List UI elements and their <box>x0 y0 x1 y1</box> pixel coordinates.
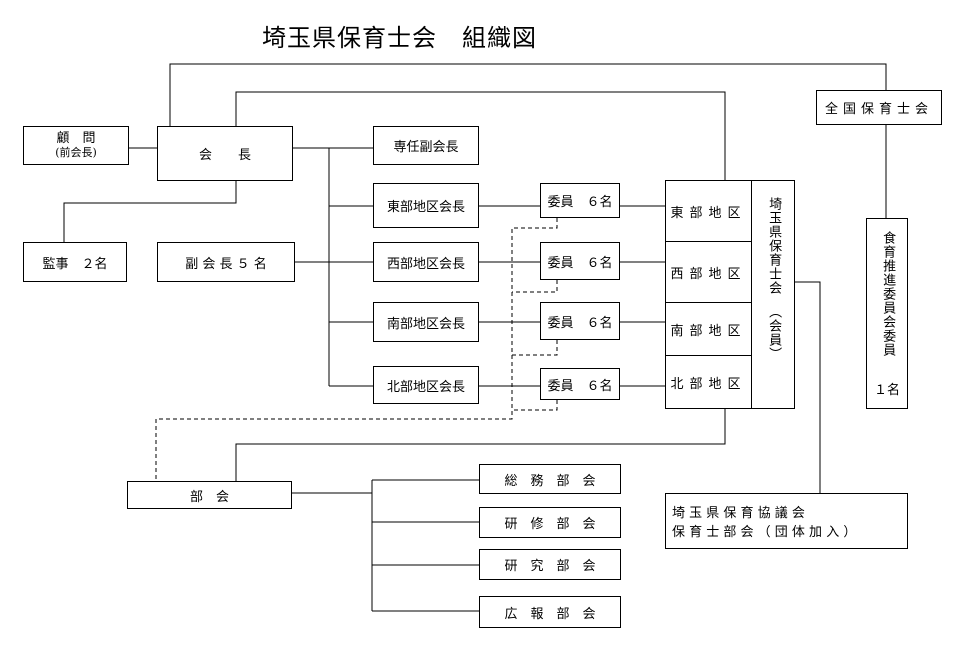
line-council <box>795 281 821 493</box>
region-label: 西部地区 <box>670 266 747 282</box>
advisor-label: 顧 問 <box>56 130 96 146</box>
vp-box: 副 会 長 ５ 名 <box>157 242 295 282</box>
food-committee-count: １名 <box>873 383 900 398</box>
line-division <box>235 409 726 481</box>
auditor-box: 監事 ２名 <box>23 242 127 282</box>
division-label: 部 会 <box>189 489 229 505</box>
committee-label: 委員 ６名 <box>547 195 613 210</box>
full-vp-label: 専任副会長 <box>393 140 459 155</box>
president-label: 会 長 <box>198 148 251 163</box>
region-cell: 北部地区 <box>666 356 752 408</box>
national-box: 全国保育士会 <box>816 90 942 125</box>
advisor-sub: (前会長) <box>55 145 97 159</box>
regional-head-box: 南部地区会長 <box>373 302 479 342</box>
division-box: 部 会 <box>127 481 292 509</box>
regional-head-label: 北部地区会長 <box>386 379 465 395</box>
association-box: 東部地区 西部地区 南部地区 北部地区 埼玉県保育士会 （会員） <box>665 180 795 409</box>
food-committee-label: 食育推進委員会委員 <box>880 231 896 357</box>
association-sub-text: （会員） <box>766 305 782 361</box>
food-committee-box: 食育推進委員会委員 １名 <box>866 218 908 409</box>
page-title: 埼玉県保育士会 組織図 <box>262 24 537 52</box>
association-name: 埼玉県保育士会 （会員） <box>766 197 782 408</box>
committee-label: 委員 ６名 <box>547 255 613 271</box>
line-auditor <box>63 181 237 242</box>
association-name-column: 埼玉県保育士会 （会員） <box>752 181 794 408</box>
region-label: 東部地区 <box>670 205 747 221</box>
auditor-label: 監事 ２名 <box>42 256 108 272</box>
regional-head-box: 東部地区会長 <box>373 183 479 228</box>
regional-head-label: 東部地区会長 <box>386 200 465 215</box>
regional-head-box: 北部地区会長 <box>373 366 479 404</box>
vp-label: 副 会 長 ５ 名 <box>185 256 267 272</box>
national-label: 全国保育士会 <box>824 102 933 117</box>
committee-label: 委員 ６名 <box>547 378 613 394</box>
subcommittee-box: 広 報 部 会 <box>479 596 621 628</box>
dashed-lines <box>155 218 558 481</box>
subcommittee-label: 研 究 部 会 <box>504 559 596 574</box>
subcommittee-box: 研 修 部 会 <box>479 507 621 538</box>
committee-label: 委員 ６名 <box>547 315 613 331</box>
council-line2: 保 育 士 部 会 （ 団 体 加 入 ） <box>672 525 857 540</box>
subcommittee-label: 研 修 部 会 <box>504 517 596 532</box>
committee-box: 委員 ６名 <box>540 183 620 218</box>
line-top-inner <box>235 91 726 181</box>
regional-head-label: 南部地区会長 <box>386 316 465 332</box>
advisor-box: 顧 問 (前会長) <box>23 126 129 165</box>
dashed-committee-division <box>155 218 558 481</box>
council-box: 埼 玉 県 保 育 協 議 会 保 育 士 部 会 （ 団 体 加 入 ） <box>665 493 908 549</box>
committee-box: 委員 ６名 <box>540 368 620 400</box>
line-top-outer <box>169 63 887 126</box>
full-vp-box: 専任副会長 <box>373 126 479 165</box>
subcommittee-label: 総 務 部 会 <box>504 473 596 489</box>
committee-box: 委員 ６名 <box>540 242 620 280</box>
regional-head-box: 西部地区会長 <box>373 242 479 282</box>
president-box: 会 長 <box>157 126 293 181</box>
region-cell: 東部地区 <box>666 181 752 242</box>
region-cell: 西部地区 <box>666 242 752 303</box>
region-label: 北部地区 <box>670 376 747 392</box>
council-line1: 埼 玉 県 保 育 協 議 会 <box>672 506 805 521</box>
regional-head-label: 西部地区会長 <box>386 256 465 272</box>
region-cell: 南部地区 <box>666 303 752 356</box>
association-name-text: 埼玉県保育士会 <box>766 197 782 295</box>
subcommittee-box: 総 務 部 会 <box>479 464 621 494</box>
subcommittee-box: 研 究 部 会 <box>479 549 621 580</box>
committee-box: 委員 ６名 <box>540 302 620 340</box>
region-label: 南部地区 <box>670 323 747 339</box>
subcommittee-label: 広 報 部 会 <box>504 606 596 622</box>
